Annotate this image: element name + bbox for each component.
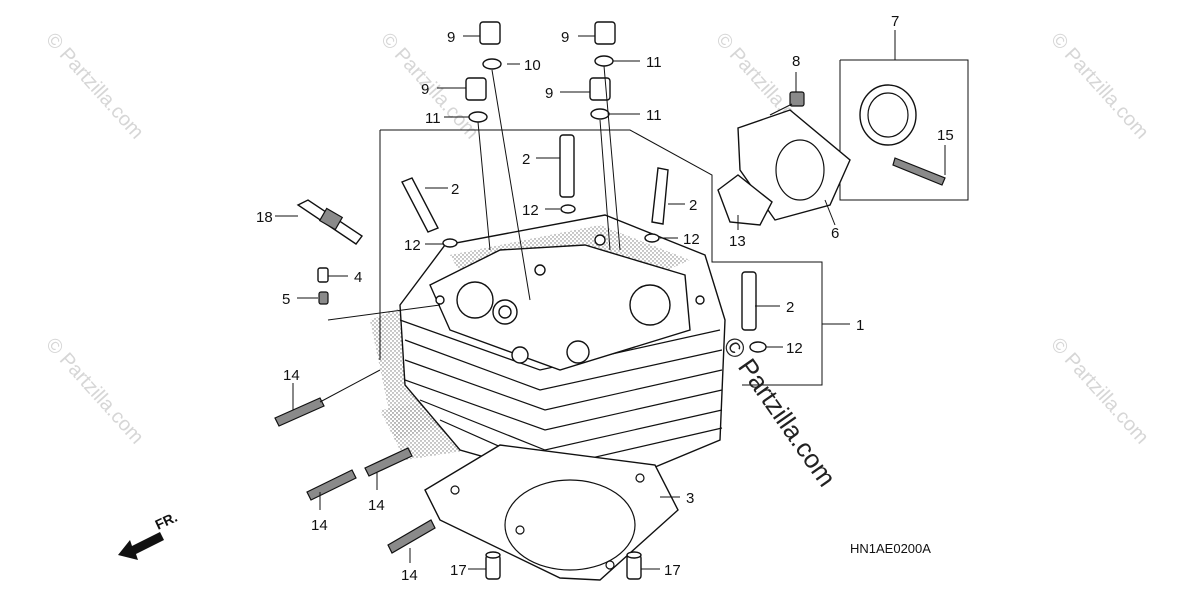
- callout-5: 5: [282, 291, 290, 308]
- callout-6: 6: [831, 225, 839, 242]
- callout-2: 2: [689, 197, 697, 214]
- callout-12: 12: [786, 340, 803, 357]
- callout-11: 11: [646, 107, 662, 124]
- callout-1: 1: [856, 317, 864, 334]
- watermark: © Partzilla.com: [41, 334, 148, 449]
- cylinder-head: [370, 214, 726, 491]
- callout-14: 14: [283, 367, 300, 384]
- callout-14: 14: [311, 517, 328, 534]
- diagram-code: HN1AE0200A: [850, 541, 931, 556]
- dowel-4: [317, 267, 329, 283]
- watermark: © Partzilla.com: [1046, 334, 1153, 449]
- front-label: FR.: [153, 509, 180, 533]
- front-direction-arrow-icon: FR.: [118, 509, 180, 560]
- callout-4: 4: [354, 269, 362, 286]
- watermark: © Partzilla.com: [1046, 29, 1153, 144]
- callout-9: 9: [545, 85, 553, 102]
- watermark-main: © Partzilla.com: [717, 331, 842, 492]
- callout-3: 3: [686, 490, 694, 507]
- dowel-pins: [485, 551, 642, 580]
- callout-labels: 9 10 9 11 9 11 9 11 2 2 2 2 12 12 12 12 …: [256, 13, 954, 584]
- callout-12: 12: [522, 202, 539, 219]
- callout-9: 9: [421, 81, 429, 98]
- callout-11: 11: [425, 110, 441, 127]
- callout-9: 9: [561, 29, 569, 46]
- callout-7: 7: [891, 13, 899, 30]
- leader-lines: [275, 30, 946, 570]
- nuts-washers: [465, 21, 616, 123]
- callout-8: 8: [792, 53, 800, 70]
- callout-17: 17: [664, 562, 681, 579]
- stud-bolts: [274, 397, 436, 554]
- spring-5: [318, 291, 329, 305]
- callout-18: 18: [256, 209, 273, 226]
- callout-14: 14: [368, 497, 385, 514]
- callout-2: 2: [522, 151, 530, 168]
- watermark: © Partzilla.com: [41, 29, 148, 144]
- callout-12: 12: [683, 231, 700, 248]
- spark-plug: [296, 199, 364, 245]
- callout-12: 12: [404, 237, 421, 254]
- callout-15: 15: [937, 127, 954, 144]
- head-gasket: [424, 444, 679, 581]
- intake-pipe: [717, 91, 851, 226]
- valve-guides: [401, 134, 757, 331]
- callout-9: 9: [447, 29, 455, 46]
- callout-11: 11: [646, 54, 662, 71]
- callout-2: 2: [451, 181, 459, 198]
- assembly-frame-1: [380, 129, 823, 386]
- intake-clamp: [859, 84, 946, 186]
- callout-17: 17: [450, 562, 467, 579]
- callout-2: 2: [786, 299, 794, 316]
- callout-10: 10: [524, 57, 541, 74]
- callout-13: 13: [729, 233, 746, 250]
- callout-14: 14: [401, 567, 418, 584]
